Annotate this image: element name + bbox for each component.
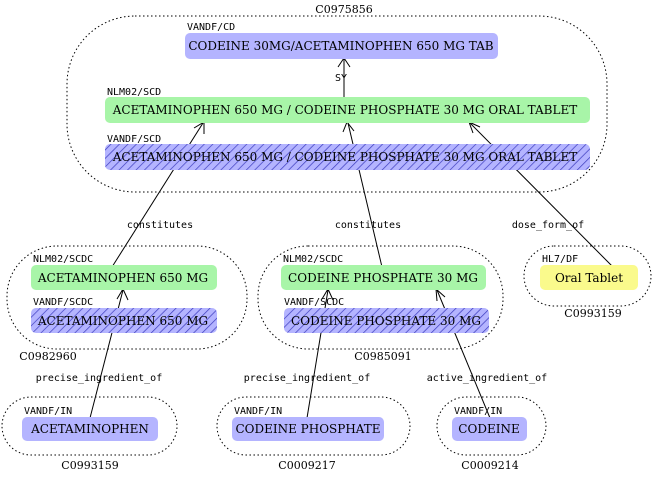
node-label-codeine-tab: CODEINE 30MG/ACETAMINOPHEN 650 MG TAB [188, 39, 493, 53]
edge-label-constitutes-2: constitutes [335, 220, 401, 231]
node-nlm-scd[interactable] [105, 97, 590, 123]
arrowhead-precise-ingredient-of-1 [116, 287, 129, 301]
node-nlm-acet650[interactable] [31, 265, 217, 290]
node-source-nlm-scd: NLM02/SCD [107, 87, 161, 98]
cluster-codeine-phosphate-in-id: C0009217 [278, 459, 335, 472]
cluster-codeine-in [436, 396, 547, 456]
node-source-nlm-cod30: NLM02/SCDC [283, 254, 343, 265]
cluster-top-id: C0975856 [315, 3, 372, 16]
edge-label-constitutes-1: constitutes [127, 220, 193, 231]
node-source-codeine: VANDF/IN [454, 406, 502, 417]
node-label-nlm-cod30: CODEINE PHOSPHATE 30 MG [288, 271, 478, 285]
cluster-codeine-phosphate-30-id: C0985091 [354, 350, 411, 363]
node-label-vandf-scd: ACETAMINOPHEN 650 MG / CODEINE PHOSPHATE… [112, 150, 577, 164]
node-vandf-cod30[interactable] [284, 308, 489, 333]
node-vandf-scd[interactable] [105, 144, 590, 170]
node-label-vandf-acet650: ACETAMINOPHEN 650 MG [37, 314, 208, 328]
cluster-acetaminophen-650-id: C0982960 [19, 350, 76, 363]
node-label-acetaminophen: ACETAMINOPHEN [30, 422, 149, 436]
edge-label-dose-form-of: dose_form_of [512, 220, 584, 231]
edge-label-active-ingredient-of: active_ingredient_of [427, 373, 547, 384]
cluster-codeine-phosphate-30 [257, 245, 504, 350]
cluster-acetaminophen-in-id: C0993159 [61, 459, 118, 472]
node-label-nlm-scd: ACETAMINOPHEN 650 MG / CODEINE PHOSPHATE… [112, 103, 577, 117]
node-source-acetaminophen: VANDF/IN [24, 406, 72, 417]
cluster-oral-tablet [523, 245, 652, 307]
node-source-vandf-acet650: VANDF/SCDC [33, 297, 93, 308]
cluster-codeine-phosphate-in [216, 396, 411, 456]
node-codeine-phosphate[interactable] [232, 417, 384, 441]
node-label-nlm-acet650: ACETAMINOPHEN 650 MG [37, 271, 208, 285]
node-source-codeine-tab: VANDF/CD [187, 22, 235, 33]
node-label-codeine-phosphate: CODEINE PHOSPHATE [235, 422, 380, 436]
node-codeine-tab[interactable] [185, 33, 498, 59]
cluster-codeine-in-id: C0009214 [461, 459, 518, 472]
node-oral-tablet[interactable] [540, 265, 638, 290]
node-vandf-acet650[interactable] [31, 308, 217, 333]
node-label-oral-tablet: Oral Tablet [555, 271, 623, 285]
edge-label-sy: SY [335, 73, 347, 84]
node-nlm-cod30[interactable] [281, 265, 486, 290]
edge-label-precise-ingredient-of-1: precise_ingredient_of [36, 373, 162, 384]
edge-label-precise-ingredient-of-2: precise_ingredient_of [244, 373, 370, 384]
node-source-vandf-cod30: VANDF/SCDC [284, 297, 344, 308]
node-codeine[interactable] [452, 417, 527, 441]
node-source-vandf-scd: VANDF/SCD [107, 134, 161, 145]
node-acetaminophen[interactable] [22, 417, 158, 441]
node-label-codeine: CODEINE [458, 422, 519, 436]
node-source-codeine-phosphate: VANDF/IN [234, 406, 282, 417]
node-label-vandf-cod30: CODEINE PHOSPHATE 30 MG [291, 314, 481, 328]
cluster-oral-tablet-id: C0993159 [564, 307, 621, 320]
node-source-oral-tablet: HL7/DF [542, 254, 578, 265]
node-source-nlm-acet650: NLM02/SCDC [33, 254, 93, 265]
